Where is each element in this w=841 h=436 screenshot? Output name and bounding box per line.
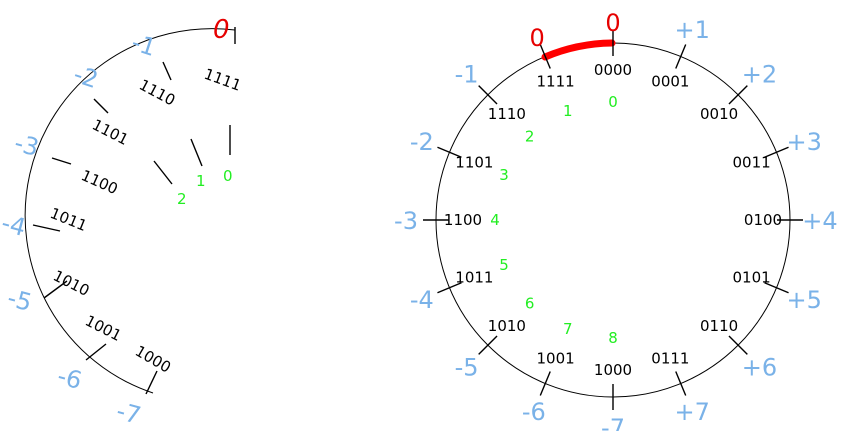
right-code-1000: 1000 xyxy=(594,361,632,379)
right-label-1101: -2 xyxy=(410,128,434,156)
right-step-1: 1 xyxy=(563,102,573,120)
right-label-1000: -7 xyxy=(601,414,625,431)
right-code-0001: 0001 xyxy=(651,72,689,90)
right-code-0110: 0110 xyxy=(700,317,738,335)
right-label-0101: +5 xyxy=(787,286,822,314)
right-tick-0110 xyxy=(728,335,748,355)
right-label-0011: +3 xyxy=(787,128,822,156)
right-label-0001: +1 xyxy=(675,16,710,44)
right-tick-0101 xyxy=(764,282,789,294)
right-label-1100: -3 xyxy=(394,207,418,235)
right-tick-1110 xyxy=(478,85,498,105)
right-step-5: 5 xyxy=(499,256,509,274)
right-tick-0010 xyxy=(728,85,748,105)
highlight-arc xyxy=(541,39,616,61)
right-step-7: 7 xyxy=(563,320,573,338)
right-label-1001: -6 xyxy=(522,398,546,426)
right-tick-0001 xyxy=(675,44,687,69)
right-tick-1010 xyxy=(478,335,498,355)
right-label-0110: +6 xyxy=(742,353,777,381)
right-code-0100: 0100 xyxy=(744,211,782,229)
right-code-1101: 1101 xyxy=(455,154,493,172)
left-label-minus-1: -1 xyxy=(128,28,159,62)
right-code-0111: 0111 xyxy=(651,350,689,368)
left-tick-1000 xyxy=(145,370,158,395)
right-step-8: 8 xyxy=(608,329,618,347)
right-label-0100: +4 xyxy=(802,207,837,235)
right-code-1010: 1010 xyxy=(488,317,526,335)
right-label-0000: 0 xyxy=(605,9,620,37)
right-code-1110: 1110 xyxy=(488,105,526,123)
left-step-2: 2 xyxy=(177,190,187,208)
right-step-6: 6 xyxy=(525,294,535,312)
right-code-1100: 1100 xyxy=(444,211,482,229)
left-code-1010: 1010 xyxy=(50,267,92,300)
left-tick-1010 xyxy=(43,280,68,299)
right-code-1001: 1001 xyxy=(537,350,575,368)
right-code-1011: 1011 xyxy=(455,268,493,286)
left-code-1001: 1001 xyxy=(82,312,124,345)
right-label-0111: +7 xyxy=(675,398,710,426)
left-label-minus-5: -5 xyxy=(4,284,34,317)
left-tick-1001 xyxy=(85,343,107,361)
right-label-0010: +2 xyxy=(742,61,777,89)
right-code-0101: 0101 xyxy=(733,268,771,286)
left-label-zero: 0 xyxy=(213,15,230,45)
right-step-0: 0 xyxy=(608,93,618,111)
right-code-0011: 0011 xyxy=(733,154,771,172)
right-label-1111: 0 xyxy=(530,24,545,52)
right-label-1010: -5 xyxy=(455,353,479,381)
left-step-0: 0 xyxy=(223,167,233,185)
right-tick-1001 xyxy=(539,371,551,396)
right-step-3: 3 xyxy=(499,166,509,184)
left-wheel: 1111 1110 1101 1100 1011 1010 1001 1000 … xyxy=(0,15,244,430)
left-label-minus-4: -4 xyxy=(0,209,29,242)
left-tick-1011 xyxy=(32,224,61,232)
right-tick-0111 xyxy=(675,371,687,396)
right-tick-1011 xyxy=(437,282,462,294)
right-step-2: 2 xyxy=(525,128,535,146)
left-code-1110: 1110 xyxy=(136,76,178,110)
right-code-0000: 0000 xyxy=(594,61,632,79)
right-label-1011: -4 xyxy=(410,286,434,314)
left-tick-1101 xyxy=(93,98,109,114)
left-code-1100: 1100 xyxy=(78,166,120,198)
left-label-minus-6: -6 xyxy=(54,362,84,395)
right-wheel: 0000000100100011010001010110011110001001… xyxy=(394,9,838,436)
right-code-1111: 1111 xyxy=(537,72,575,90)
left-code-1101: 1101 xyxy=(89,116,131,149)
left-label-minus-7: -7 xyxy=(113,397,143,430)
left-code-1111: 1111 xyxy=(202,65,244,95)
right-tick-0011 xyxy=(764,146,789,158)
left-wheel-arc xyxy=(24,28,236,394)
left-step-1: 1 xyxy=(196,172,206,190)
left-label-minus-3: -3 xyxy=(11,129,41,162)
left-tick-1100 xyxy=(51,157,72,165)
right-tick-1101 xyxy=(437,146,462,158)
left-code-1011: 1011 xyxy=(48,204,90,235)
right-label-1110: -1 xyxy=(455,61,479,89)
left-step-mark-1 xyxy=(190,138,203,167)
right-tick-1111 xyxy=(539,44,551,69)
left-step-mark-2 xyxy=(153,160,173,185)
right-step-4: 4 xyxy=(490,211,500,229)
left-code-1000: 1000 xyxy=(132,342,174,377)
left-tick-1110 xyxy=(162,61,172,81)
right-code-0010: 0010 xyxy=(700,105,738,123)
